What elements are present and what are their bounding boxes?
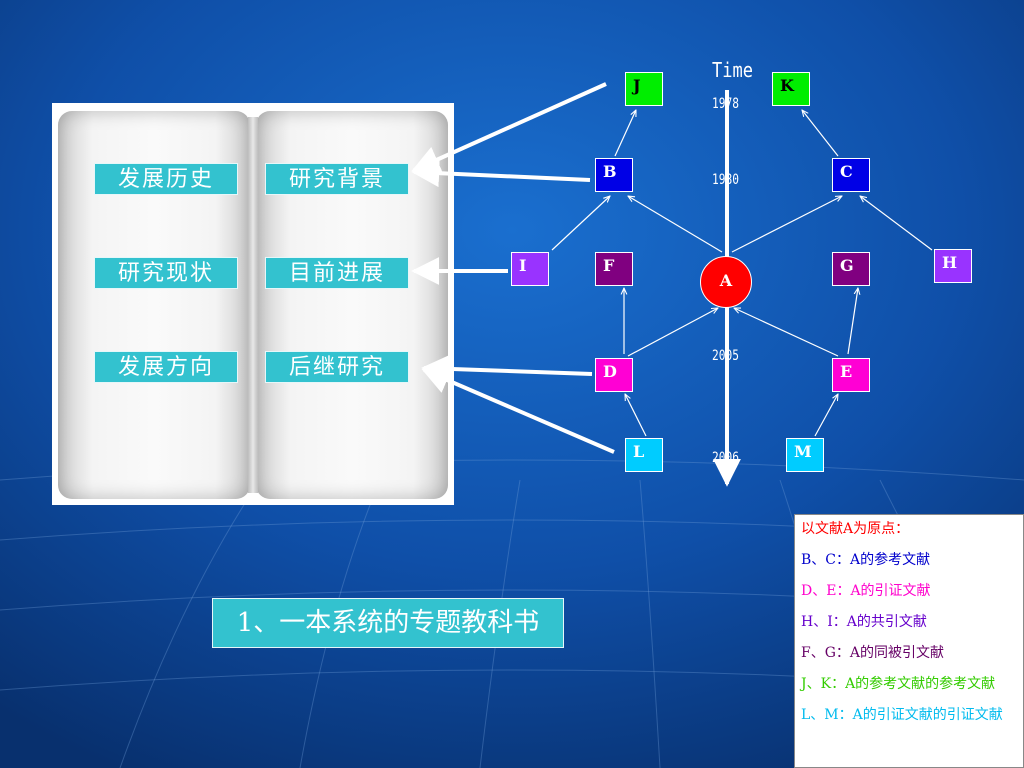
node-f: F xyxy=(595,252,633,286)
tick-1978: 1978 xyxy=(712,96,739,112)
legend-item-l-m: L、M：A的引证文献的引证文献 xyxy=(801,707,1003,723)
legend-item-d-e: D、E：A的引证文献 xyxy=(801,583,931,599)
node-c: C xyxy=(832,158,870,192)
node-m: M xyxy=(786,438,824,472)
textbook-caption: 1、一本系统的专题教科书 xyxy=(212,598,564,648)
node-j: J xyxy=(625,72,663,106)
legend-title: 以文献A为原点： xyxy=(801,521,910,537)
node-h: H xyxy=(934,249,972,283)
node-b: B xyxy=(595,158,633,192)
label-current-progress: 目前进展 xyxy=(265,257,409,289)
legend-item-f-g: F、G：A的同被引文献 xyxy=(801,645,945,661)
legend-item-h-i: H、I：A的共引文献 xyxy=(801,614,927,630)
label-follow-up-research: 后继研究 xyxy=(265,351,409,383)
tick-2006: 2006 xyxy=(712,450,739,466)
label-development-direction: 发展方向 xyxy=(94,351,238,383)
tick-2005: 2005 xyxy=(712,348,739,364)
node-a: A xyxy=(700,256,752,308)
node-d: D xyxy=(595,358,633,392)
legend-item-j-k: J、K：A的参考文献的参考文献 xyxy=(801,676,996,692)
node-i: I xyxy=(511,252,549,286)
legend-item-b-c: B、C：A的参考文献 xyxy=(801,552,931,568)
label-research-background: 研究背景 xyxy=(265,163,409,195)
book-spine xyxy=(248,117,258,493)
label-research-status: 研究现状 xyxy=(94,257,238,289)
node-l: L xyxy=(625,438,663,472)
label-development-history: 发展历史 xyxy=(94,163,238,195)
node-g: G xyxy=(832,252,870,286)
legend-box: 以文献A为原点： B、C：A的参考文献 D、E：A的引证文献 H、I：A的共引文… xyxy=(794,514,1024,768)
node-e: E xyxy=(832,358,870,392)
time-axis-title: Time xyxy=(712,58,753,82)
tick-1980: 1980 xyxy=(712,172,739,188)
node-k: K xyxy=(772,72,810,106)
